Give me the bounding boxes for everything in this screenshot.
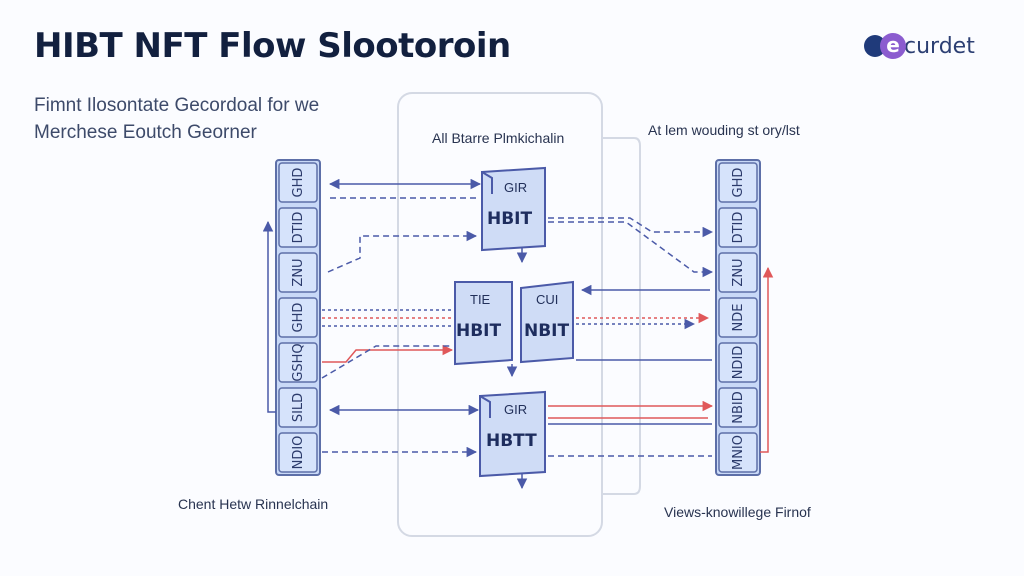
right-cell-label: ZNU	[731, 258, 746, 286]
center-header-label: All Btarre Plmkichalin	[432, 130, 565, 146]
box-mid-left-label: HBIT	[456, 321, 502, 341]
bottom-left-label: Chent Hetw Rinnelchain	[178, 496, 329, 512]
right-cell-label: NBID	[731, 391, 746, 424]
left-cell-label: GSHQ	[291, 343, 306, 381]
box-top-label: HBIT	[487, 209, 533, 229]
right-cell-label: MNIO	[731, 435, 746, 470]
center-panel	[397, 92, 603, 537]
right-cell	[718, 342, 758, 383]
right-cell	[718, 252, 758, 293]
arrow-left-to-box-top	[327, 230, 478, 273]
arrow-left-red-to-box	[322, 344, 454, 363]
left-cell	[278, 387, 318, 428]
arrow-left-return-loop	[262, 220, 276, 413]
subtitle-line-2: Merchese Eoutch Georner	[34, 122, 257, 143]
box-mid-left: TIE HBIT	[454, 281, 513, 366]
right-cell	[718, 432, 758, 473]
diagram-title: HIBT NFT Flow Slootoroin	[34, 26, 511, 66]
box-mid-right: CUI NBIT	[520, 280, 574, 364]
arrow-left-low-dashed	[321, 345, 452, 379]
bottom-right-label: Views-knowillege Firnof	[664, 504, 811, 520]
right-cell-label: DTID	[731, 212, 746, 244]
right-column: GHD DTID ZNU NDE NDID NBID MNIO	[715, 159, 761, 476]
left-cell	[278, 297, 318, 338]
left-cell-label: SILD	[291, 393, 306, 422]
left-cell-label: NDIO	[291, 436, 306, 470]
center-panel-bracket	[602, 137, 641, 495]
arrow-right-return-loop	[760, 266, 774, 453]
right-cell	[718, 387, 758, 428]
left-cell	[278, 162, 318, 203]
right-cell	[718, 297, 758, 338]
left-cell-label: ZNU	[291, 258, 306, 286]
subtitle-line-1: Fimnt Ilosontate Gecordoal for we	[34, 95, 320, 116]
diagram-subtitle: Fimnt Ilosontate Gecordoal for we Merche…	[34, 92, 319, 146]
brand-name: curdet	[904, 33, 975, 59]
right-cell	[718, 162, 758, 203]
left-column: GHD DTID ZNU GHD GSHQ SILD NDIO	[275, 159, 321, 476]
left-cell-label: GHD	[291, 303, 306, 333]
arrow-box-top-to-right-2	[548, 221, 714, 278]
left-cell-label: GHD	[291, 168, 306, 198]
brand-logo: e curdet	[862, 30, 975, 62]
box-top: GIR HBIT	[481, 166, 546, 252]
box-mid-right-label: NBIT	[524, 321, 570, 341]
left-cell	[278, 432, 318, 473]
box-bottom-code: GIR	[504, 402, 527, 417]
left-cell	[278, 342, 318, 383]
right-cell	[718, 207, 758, 248]
box-bottom: GIR HBTT	[479, 390, 546, 478]
right-cell-label: GHD	[731, 168, 746, 198]
left-cell	[278, 252, 318, 293]
left-cell-label: DTID	[291, 212, 306, 244]
right-cell-label: NDE	[731, 304, 746, 332]
box-mid-left-code: TIE	[470, 292, 491, 307]
box-mid-right-code: CUI	[536, 292, 558, 307]
box-bottom-label: HBTT	[486, 431, 537, 451]
brand-logo-icon: e	[862, 31, 908, 61]
right-cell-label: NDID	[731, 346, 746, 380]
right-header-label: At lem wouding st ory/lst	[648, 122, 800, 138]
box-top-code: GIR	[504, 180, 527, 195]
arrow-box-top-to-right-1	[548, 217, 714, 238]
left-cell	[278, 207, 318, 248]
